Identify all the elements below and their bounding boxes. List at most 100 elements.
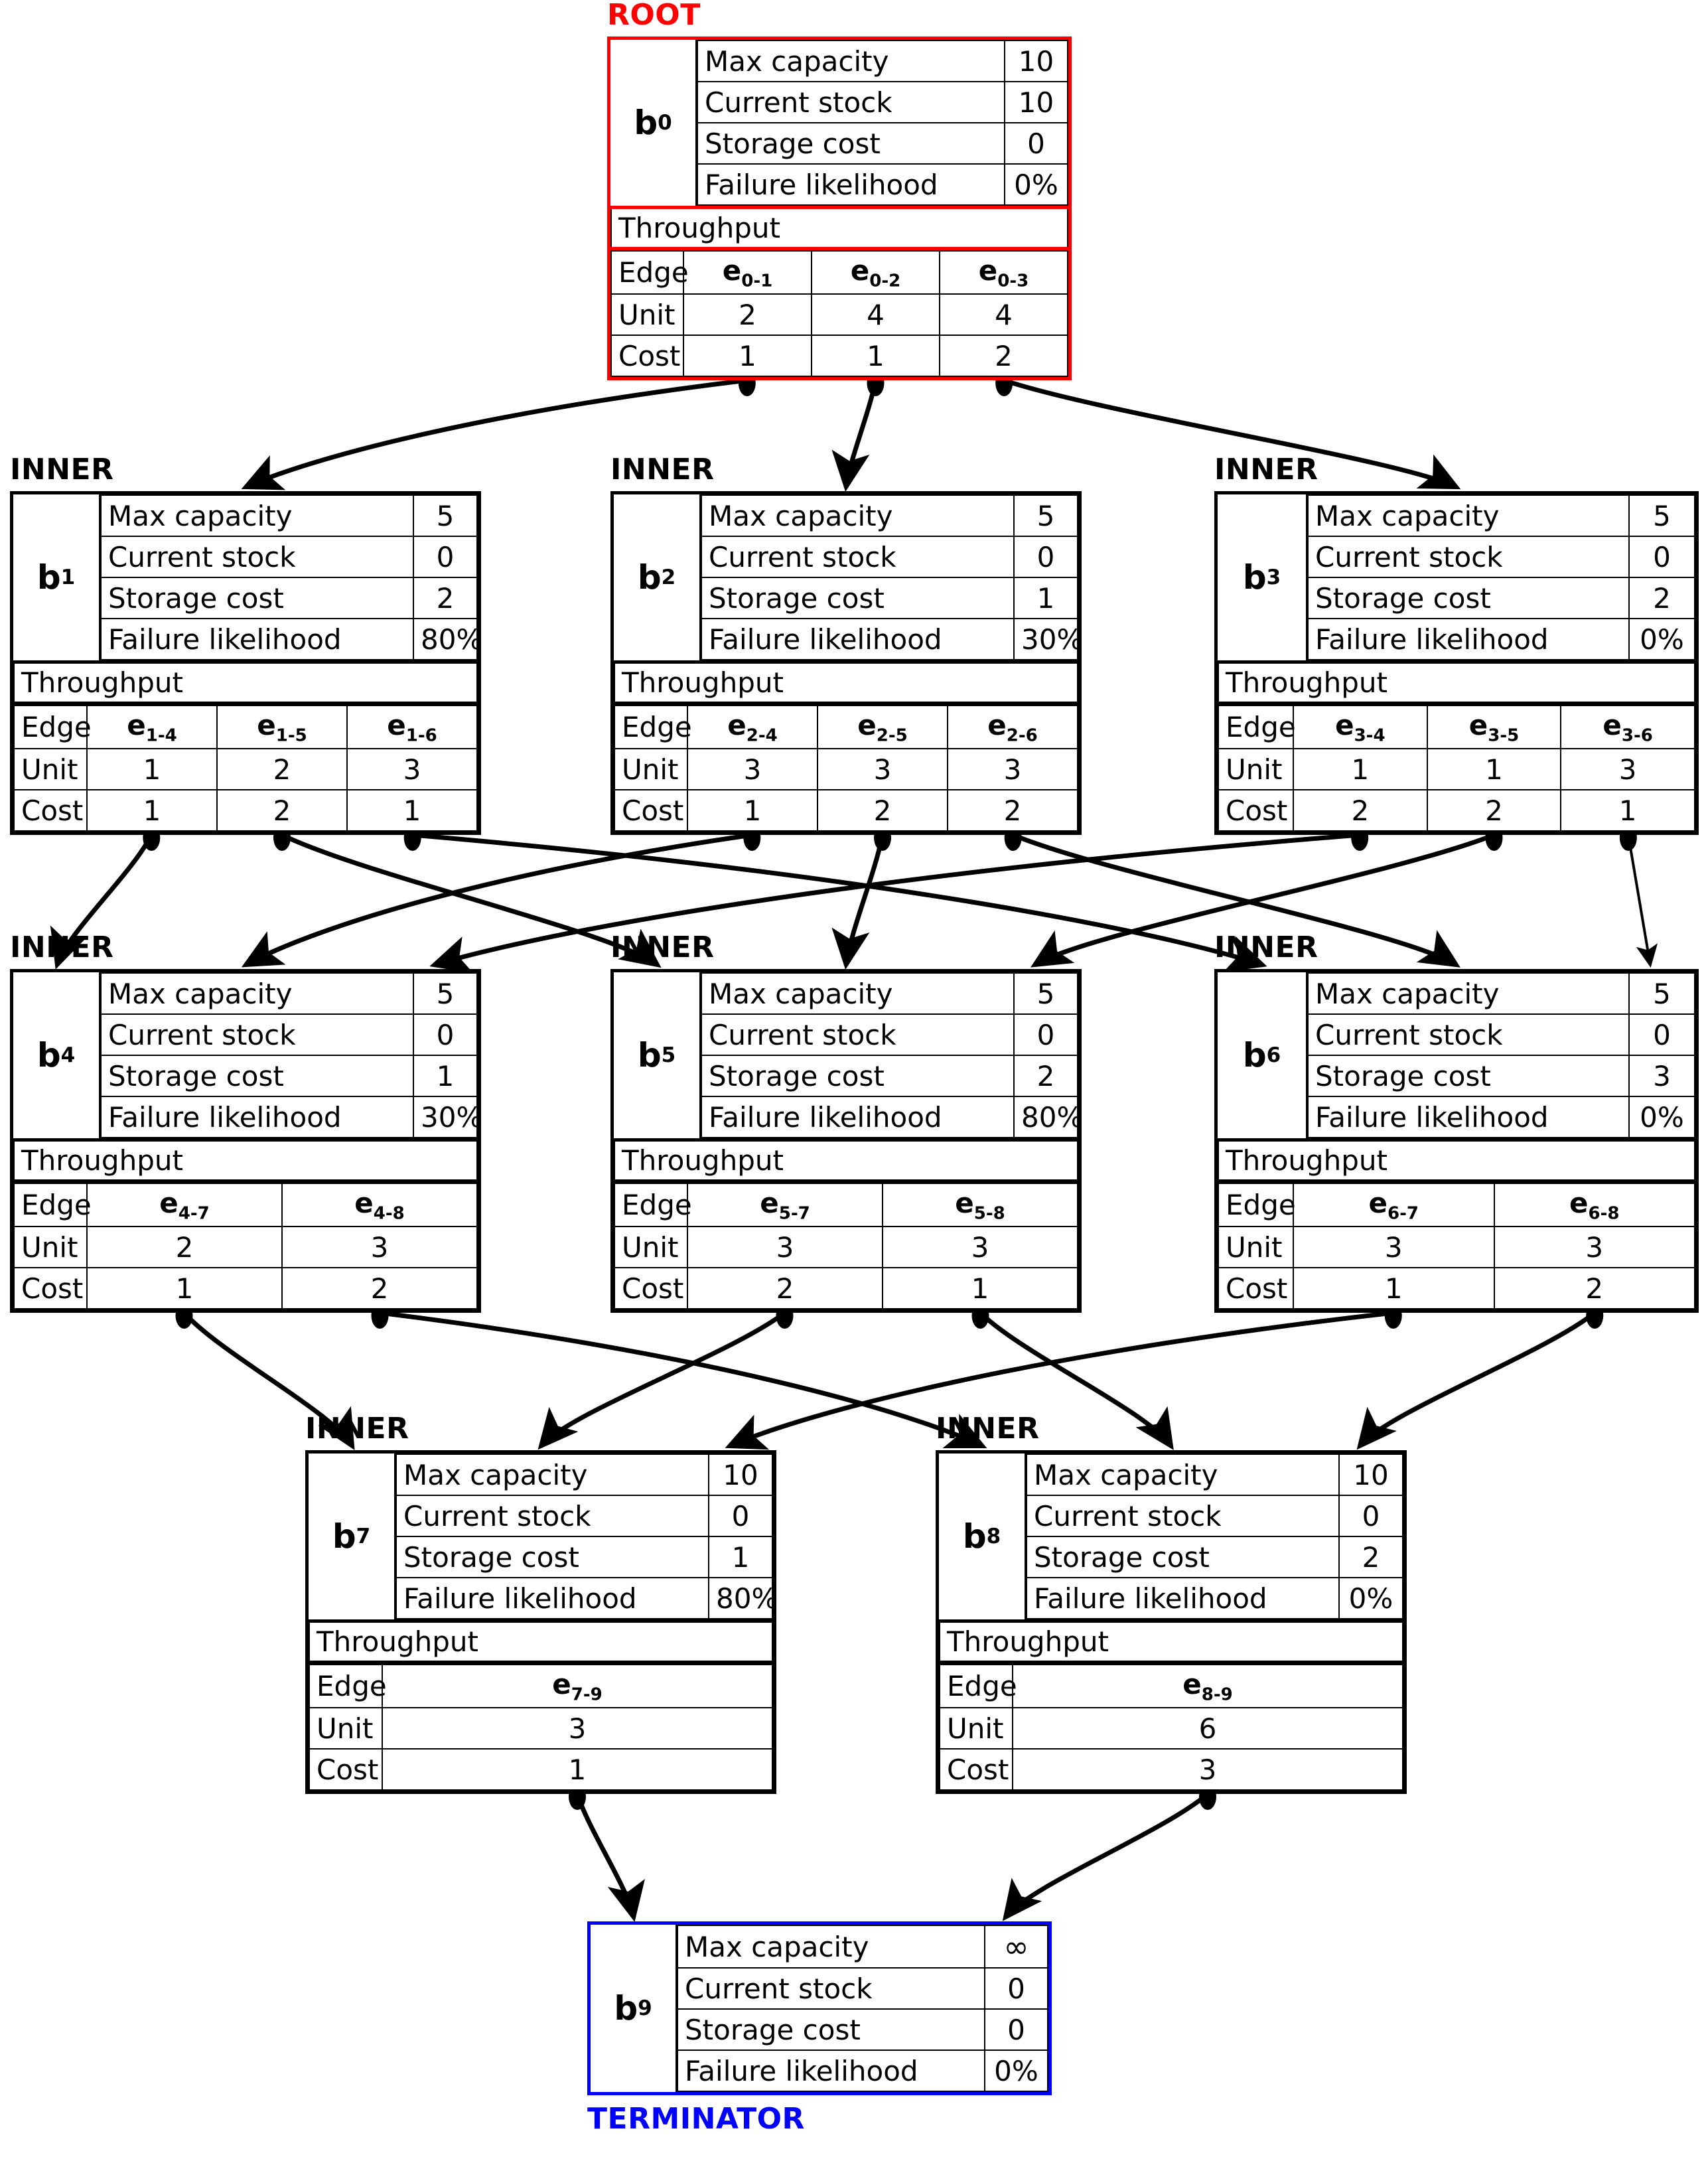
attribute-value: 2 (1628, 577, 1695, 619)
attribute-row: Max capacity∞ (677, 1925, 1048, 1969)
attribute-label: Current stock (1307, 536, 1630, 578)
attribute-value: 5 (413, 972, 478, 1015)
cost-row-label: Cost (1218, 789, 1294, 832)
edge-cost-value: 3 (1012, 1748, 1403, 1791)
attribute-label: Current stock (677, 1967, 985, 2010)
edge-row-label: Edge (13, 1182, 92, 1228)
attribute-value: 0 (413, 1013, 478, 1056)
connector-b1-to-b6 (412, 832, 1267, 972)
connector-b3-to-b6 (1626, 834, 1658, 968)
attribute-value: 5 (1628, 972, 1695, 1015)
edge-name[interactable]: e1-6 (346, 704, 478, 750)
throughput-section-b8: Throughput (939, 1619, 1403, 1664)
attribute-label: Current stock (1307, 1013, 1630, 1056)
edge-name[interactable]: e6-8 (1493, 1182, 1695, 1228)
attribute-label: Storage cost (701, 1055, 1015, 1097)
edge-name[interactable]: e8-9 (1012, 1663, 1403, 1709)
node-kind-label-b5: INNER (610, 931, 715, 964)
attribute-label: Max capacity (701, 494, 1015, 537)
edge-name[interactable]: e7-9 (382, 1663, 773, 1709)
attribute-label: Current stock (395, 1495, 709, 1537)
edge-name[interactable]: e0-1 (683, 250, 812, 295)
connector-b0-to-b2 (831, 380, 878, 492)
throughput-section-b1: Throughput (13, 660, 478, 705)
edge-name[interactable]: e4-8 (281, 1182, 478, 1228)
edge-cost-value: 2 (947, 789, 1078, 832)
edge-name[interactable]: e3-6 (1560, 704, 1695, 750)
node-kind-label-b0: ROOT (607, 0, 701, 32)
edge-name[interactable]: e3-4 (1293, 704, 1428, 750)
attribute-value: 3 (1628, 1055, 1695, 1097)
edge-name[interactable]: e0-2 (811, 250, 940, 295)
edge-name[interactable]: e5-8 (882, 1182, 1078, 1228)
edge-name[interactable]: e0-3 (939, 250, 1068, 295)
throughput-label: Throughput (614, 661, 1078, 704)
connector-b1-to-b5 (281, 832, 662, 968)
edge-name[interactable]: e1-4 (86, 704, 218, 750)
attribute-label: Failure likelihood (1307, 1096, 1630, 1138)
attribute-label: Failure likelihood (697, 163, 1005, 206)
attribute-value: 10 (1004, 40, 1068, 82)
edge-name[interactable]: e1-5 (216, 704, 348, 750)
unit-row-label: Unit (614, 748, 688, 791)
attribute-label: Failure likelihood (677, 2049, 985, 2092)
throughput-label: Throughput (614, 1139, 1078, 1182)
edge-cost-value: 1 (687, 789, 818, 832)
edge-name[interactable]: e4-7 (86, 1182, 283, 1228)
edge-name[interactable]: e2-5 (817, 704, 948, 750)
attribute-label: Max capacity (1307, 972, 1630, 1015)
unit-row-label: Unit (1218, 748, 1294, 791)
edge-name[interactable]: e6-7 (1293, 1182, 1495, 1228)
edge-name[interactable]: e3-5 (1426, 704, 1562, 750)
edge-name[interactable]: e2-6 (947, 704, 1078, 750)
node-kind-label-b8: INNER (936, 1412, 1040, 1446)
edge-row-label: Edge (614, 704, 692, 750)
edge-unit-value: 3 (382, 1707, 773, 1750)
edge-cost-value: 2 (1293, 789, 1428, 832)
edge-cost-value: 1 (382, 1748, 773, 1791)
throughput-section-b2: Throughput (614, 660, 1078, 705)
attribute-value: 5 (1628, 494, 1695, 537)
edge-name[interactable]: e5-7 (687, 1182, 883, 1228)
edge-row-label: Edge (1218, 1182, 1296, 1228)
throughput-label: Throughput (610, 206, 1068, 250)
attribute-value: 80% (413, 618, 482, 660)
edge-name[interactable]: e2-4 (687, 704, 818, 750)
edge-unit-value: 1 (1426, 748, 1562, 791)
edge-unit-value: 1 (1293, 748, 1428, 791)
